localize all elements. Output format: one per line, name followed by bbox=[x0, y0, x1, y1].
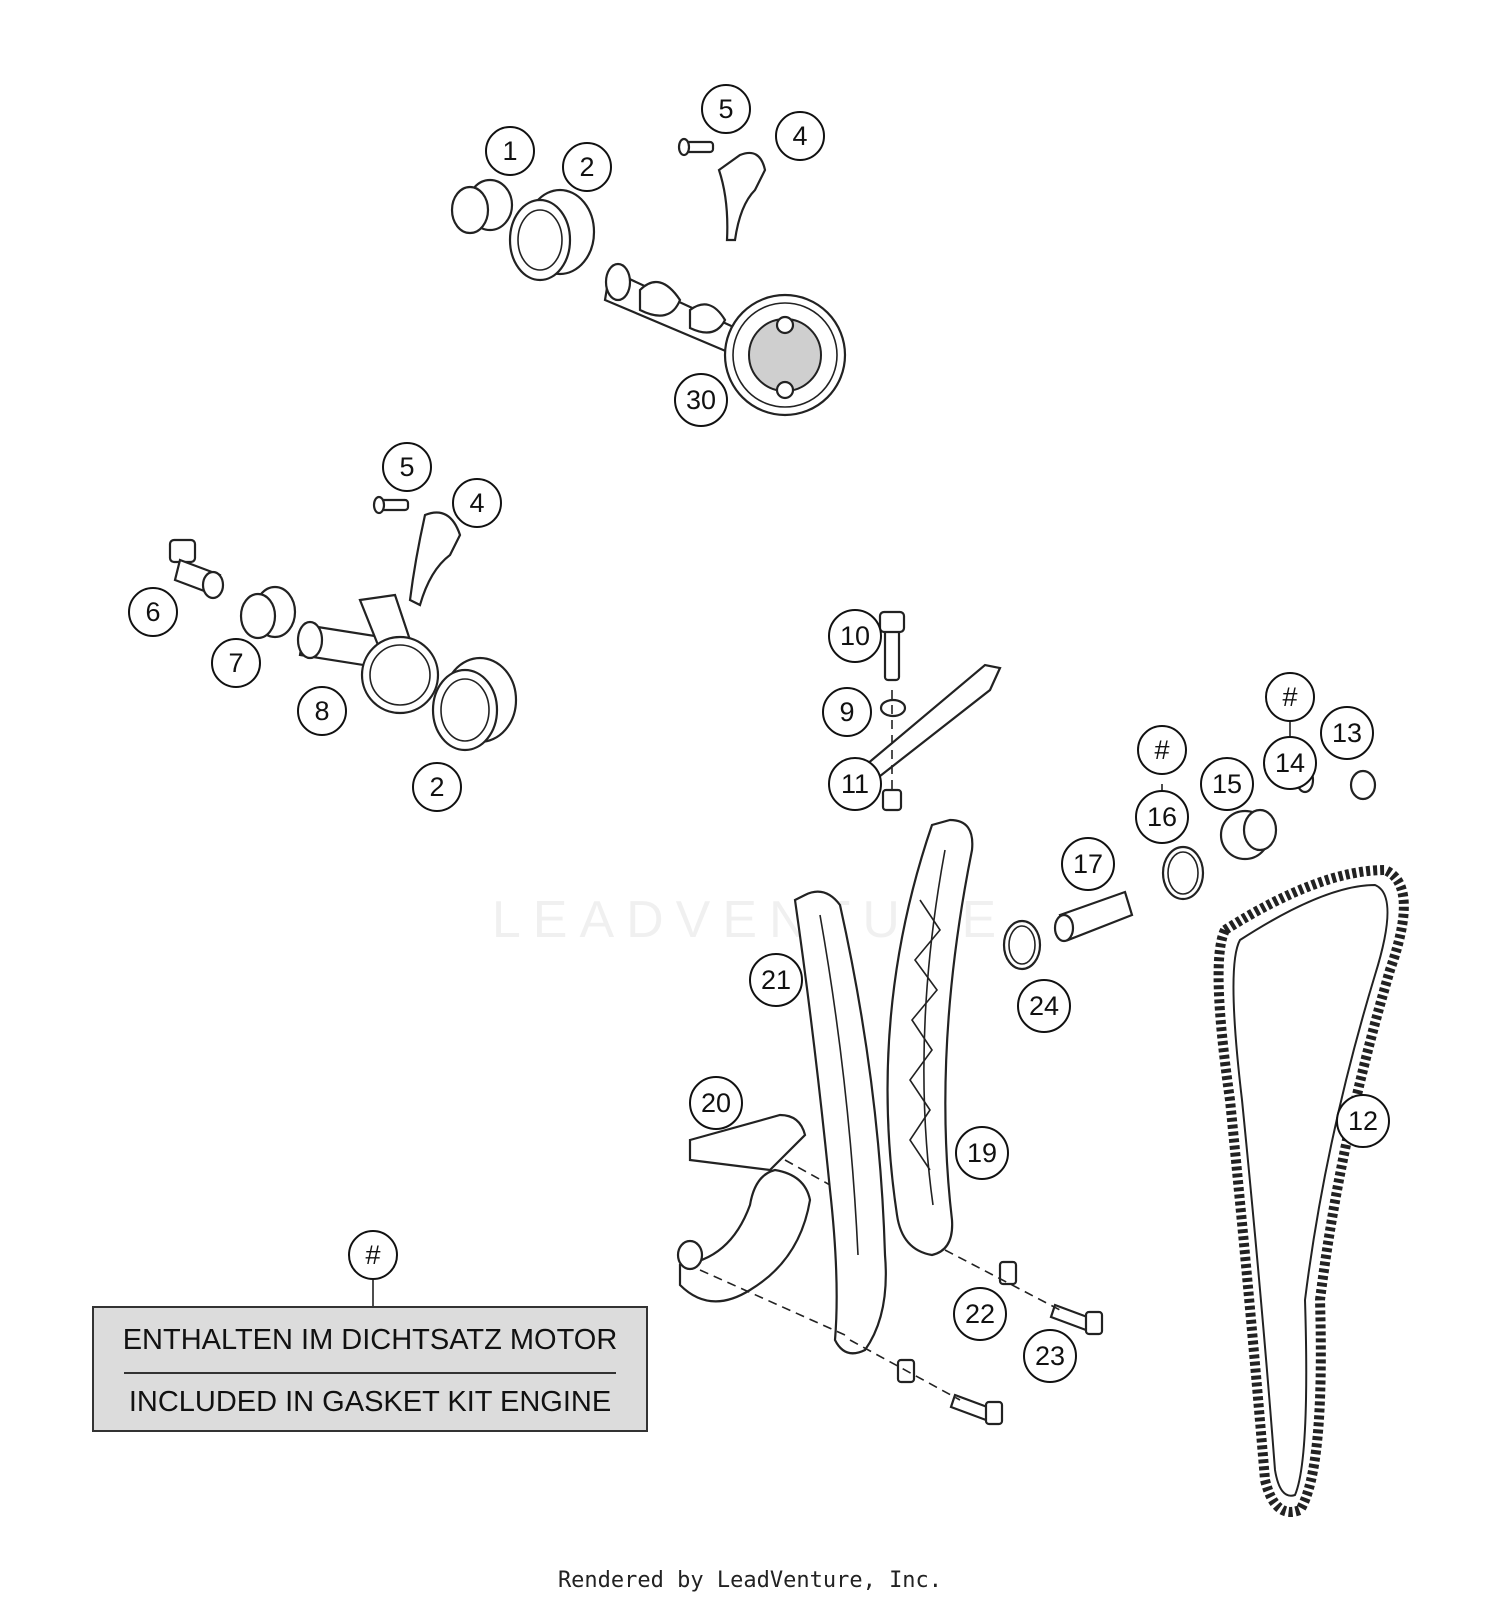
svg-text:15: 15 bbox=[1212, 769, 1242, 799]
part-2-bearing-ring-mid bbox=[431, 656, 518, 752]
callout-hash: # bbox=[1137, 725, 1187, 775]
callout-14: 14 bbox=[1263, 736, 1317, 790]
svg-text:9: 9 bbox=[839, 697, 854, 727]
svg-text:8: 8 bbox=[314, 696, 329, 726]
part-9-guide-rail bbox=[858, 663, 1002, 790]
svg-text:11: 11 bbox=[841, 769, 869, 799]
callout-6: 6 bbox=[128, 587, 178, 637]
svg-text:12: 12 bbox=[1348, 1106, 1378, 1136]
part-8-camshaft bbox=[296, 593, 440, 715]
callout-5: 5 bbox=[382, 442, 432, 492]
part-13-plug bbox=[1349, 769, 1377, 801]
svg-text:21: 21 bbox=[761, 965, 791, 995]
callout-2: 2 bbox=[412, 762, 462, 812]
part-20-bracket bbox=[676, 1113, 846, 1336]
part-5-bolt-top bbox=[677, 137, 715, 157]
callout-hash-legend: # bbox=[348, 1230, 398, 1280]
callout-4: 4 bbox=[775, 111, 825, 161]
callout-2: 2 bbox=[562, 142, 612, 192]
svg-text:24: 24 bbox=[1029, 991, 1059, 1021]
part-10-bolt bbox=[878, 610, 906, 682]
svg-text:19: 19 bbox=[967, 1138, 997, 1168]
svg-text:1: 1 bbox=[502, 136, 517, 166]
callout-4: 4 bbox=[452, 478, 502, 528]
svg-text:17: 17 bbox=[1073, 849, 1103, 879]
callout-5: 5 bbox=[701, 84, 751, 134]
callout-17: 17 bbox=[1061, 837, 1115, 891]
part-17-tensioner-piston bbox=[1053, 890, 1134, 943]
callout-16: 16 bbox=[1135, 790, 1189, 844]
svg-text:23: 23 bbox=[1035, 1341, 1065, 1371]
svg-text:22: 22 bbox=[965, 1299, 995, 1329]
callout-30: 30 bbox=[674, 373, 728, 427]
svg-text:6: 6 bbox=[145, 597, 160, 627]
part-2-bearing-ring bbox=[508, 188, 596, 282]
part-4-bracket-mid bbox=[408, 511, 462, 607]
svg-text:20: 20 bbox=[701, 1088, 731, 1118]
part-12-timing-chain bbox=[1213, 864, 1409, 1517]
svg-text:4: 4 bbox=[792, 121, 807, 151]
part-11-sleeve bbox=[881, 788, 903, 812]
legend-english-text: INCLUDED IN GASKET KIT ENGINE bbox=[128, 1386, 612, 1418]
callout-22: 22 bbox=[953, 1287, 1007, 1341]
part-16-o-ring bbox=[1161, 845, 1205, 901]
svg-text:30: 30 bbox=[686, 385, 716, 415]
svg-text:2: 2 bbox=[579, 152, 594, 182]
callout-7: 7 bbox=[211, 638, 261, 688]
part-7-bearing bbox=[239, 585, 297, 640]
legend-divider bbox=[124, 1372, 616, 1374]
svg-text:4: 4 bbox=[469, 488, 484, 518]
callout-21: 21 bbox=[749, 953, 803, 1007]
gasket-kit-legend: ENTHALTEN IM DICHTSATZ MOTOR INCLUDED IN… bbox=[92, 1306, 648, 1432]
callout-9: 9 bbox=[822, 687, 872, 737]
callout-13: 13 bbox=[1320, 706, 1374, 760]
part-23-bolt bbox=[849, 1249, 1104, 1426]
part-24-o-ring bbox=[1002, 919, 1042, 971]
callout-15: 15 bbox=[1200, 757, 1254, 811]
callout-8: 8 bbox=[297, 686, 347, 736]
part-30-camshaft bbox=[603, 262, 847, 417]
svg-text:#: # bbox=[365, 1240, 380, 1270]
svg-text:13: 13 bbox=[1332, 718, 1362, 748]
svg-text:16: 16 bbox=[1147, 802, 1177, 832]
callout-hash: # bbox=[1265, 672, 1315, 722]
callout-1: 1 bbox=[485, 126, 535, 176]
callout-24: 24 bbox=[1017, 979, 1071, 1033]
svg-text:5: 5 bbox=[718, 94, 733, 124]
part-5-bolt-mid bbox=[372, 495, 410, 515]
callout-12: 12 bbox=[1336, 1094, 1390, 1148]
callout-23: 23 bbox=[1023, 1329, 1077, 1383]
legend-german-text: ENTHALTEN IM DICHTSATZ MOTOR bbox=[122, 1324, 618, 1356]
callout-10: 10 bbox=[828, 609, 882, 663]
part-19-guide-rail bbox=[886, 818, 974, 1257]
svg-text:10: 10 bbox=[840, 621, 870, 651]
callout-20: 20 bbox=[689, 1076, 743, 1130]
svg-text:5: 5 bbox=[399, 452, 414, 482]
svg-text:#: # bbox=[1282, 682, 1297, 712]
part-15-tensioner-housing bbox=[1219, 808, 1278, 861]
part-21-tensioner-rail bbox=[793, 890, 887, 1355]
part-1-bearing bbox=[450, 178, 514, 235]
svg-text:7: 7 bbox=[228, 648, 243, 678]
svg-text:14: 14 bbox=[1275, 748, 1305, 778]
svg-text:#: # bbox=[1154, 735, 1169, 765]
svg-text:2: 2 bbox=[429, 772, 444, 802]
callout-19: 19 bbox=[955, 1126, 1009, 1180]
render-credit: Rendered by LeadVenture, Inc. bbox=[557, 1568, 943, 1593]
part-6-sensor bbox=[168, 538, 225, 600]
callout-11: 11 bbox=[828, 757, 882, 811]
part-4-bracket-top bbox=[717, 151, 767, 242]
